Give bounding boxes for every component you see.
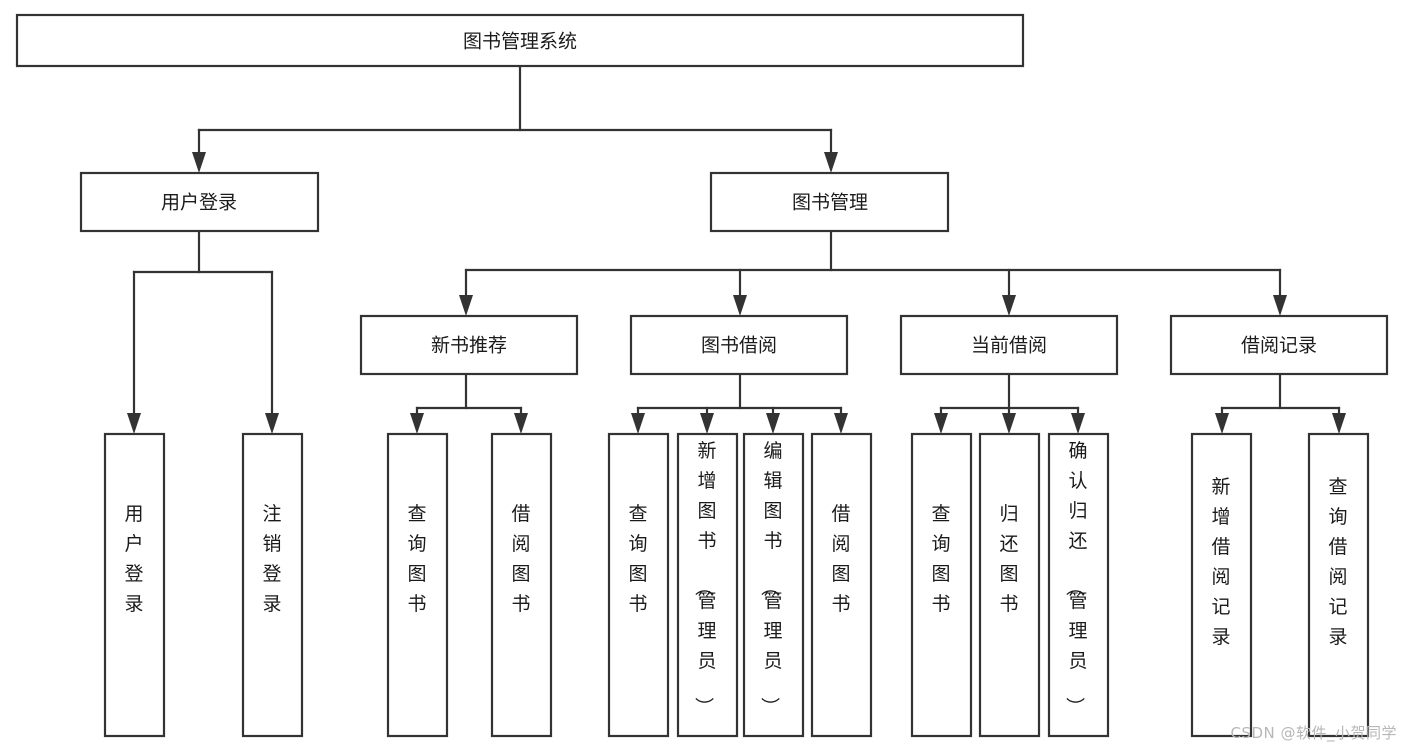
node-leaf-add-book-admin[interactable]: 新增图书（管理员） <box>676 432 739 738</box>
node-root-book-management-system[interactable]: 图书管理系统 <box>15 13 1025 68</box>
node-leaf-return-book[interactable]: 归还图书 <box>978 432 1041 738</box>
leaf-return-book-box[interactable] <box>978 432 1041 738</box>
node-borrow-record[interactable]: 借阅记录 <box>1169 314 1389 376</box>
node-leaf-query-book-1[interactable]: 查询图书 <box>386 432 449 738</box>
leaf-borrow-book-2-box[interactable] <box>810 432 873 738</box>
arrow-leaf-confirm-return-admin <box>1071 413 1085 434</box>
leaf-borrow-book-2-label: 借阅图书 <box>831 503 850 615</box>
arrow-to-book-borrow <box>733 295 747 316</box>
leaf-add-borrow-record-label: 新增借阅记录 <box>1211 476 1230 648</box>
current-borrow-box[interactable] <box>899 314 1119 376</box>
new-book-recommend-label: 新书推荐 <box>431 335 507 357</box>
leaf-return-book-label: 归还图书 <box>999 503 1018 615</box>
node-leaf-confirm-return-admin[interactable]: 确认归还（管理员） <box>1047 432 1110 738</box>
leaf-query-borrow-record-box[interactable] <box>1307 432 1370 738</box>
node-leaf-query-book-3[interactable]: 查询图书 <box>910 432 973 738</box>
book-management-label: 图书管理 <box>792 192 868 214</box>
new-book-recommend-box[interactable] <box>359 314 579 376</box>
node-leaf-add-borrow-record[interactable]: 新增借阅记录 <box>1190 432 1253 738</box>
connector-layer <box>127 64 1346 434</box>
leaf-user-login-label: 用户登录 <box>124 503 143 615</box>
leaf-confirm-return-admin-label: 确认归还（管理员） <box>1063 440 1087 716</box>
arrow-leaf-edit-book-admin <box>766 413 780 434</box>
leaf-query-book-3-box[interactable] <box>910 432 973 738</box>
leaf-query-book-1-label: 查询图书 <box>407 503 426 615</box>
leaf-edit-book-admin-box[interactable] <box>742 432 805 738</box>
leaf-borrow-book-1-box[interactable] <box>490 432 553 738</box>
book-borrow-label: 图书借阅 <box>701 335 777 357</box>
user-login-label: 用户登录 <box>161 192 237 214</box>
arrow-to-new-book-recommend <box>459 295 473 316</box>
book-management-box[interactable] <box>709 171 950 233</box>
leaf-query-book-1-box[interactable] <box>386 432 449 738</box>
arrow-to-current-borrow <box>1002 295 1016 316</box>
arrow-leaf-query-book-1 <box>410 413 424 434</box>
node-leaf-query-book-2[interactable]: 查询图书 <box>607 432 670 738</box>
user-login-box[interactable] <box>79 171 320 233</box>
arrow-leaf-query-book-2 <box>631 413 645 434</box>
arrow-leaf-query-book-3 <box>934 413 948 434</box>
leaf-add-book-admin-label: 新增图书（管理员） <box>692 440 716 716</box>
root-node-label: 图书管理系统 <box>463 31 577 53</box>
leaf-query-book-2-box[interactable] <box>607 432 670 738</box>
csdn-watermark: CSDN @软件_小贺同学 <box>1230 724 1397 742</box>
node-current-borrow[interactable]: 当前借阅 <box>899 314 1119 376</box>
book-borrow-box[interactable] <box>629 314 849 376</box>
leaf-confirm-return-admin-box[interactable] <box>1047 432 1110 738</box>
node-leaf-query-borrow-record[interactable]: 查询借阅记录 <box>1307 432 1370 738</box>
arrow-leaf-user-login <box>127 413 141 434</box>
node-book-management[interactable]: 图书管理 <box>709 171 950 233</box>
current-borrow-label: 当前借阅 <box>971 335 1047 357</box>
leaf-query-book-2-label: 查询图书 <box>628 503 647 615</box>
leaf-add-book-admin-box[interactable] <box>676 432 739 738</box>
arrow-leaf-return-book <box>1002 413 1016 434</box>
arrow-leaf-borrow-book-2 <box>834 413 848 434</box>
borrow-record-label: 借阅记录 <box>1241 335 1317 357</box>
arrow-leaf-logout-login <box>265 413 279 434</box>
node-leaf-borrow-book-1[interactable]: 借阅图书 <box>490 432 553 738</box>
node-leaf-logout-login[interactable]: 注销登录 <box>241 432 304 738</box>
arrow-leaf-query-borrow-record <box>1332 413 1346 434</box>
leaf-query-book-3-label: 查询图书 <box>931 503 950 615</box>
node-user-login[interactable]: 用户登录 <box>79 171 320 233</box>
arrow-leaf-add-borrow-record <box>1215 413 1229 434</box>
arrow-leaf-add-book-admin <box>700 413 714 434</box>
leaf-query-borrow-record-label: 查询借阅记录 <box>1328 476 1347 648</box>
borrow-record-box[interactable] <box>1169 314 1389 376</box>
leaf-add-borrow-record-box[interactable] <box>1190 432 1253 738</box>
arrow-to-book-management <box>824 152 838 173</box>
arrow-leaf-borrow-book-1 <box>514 413 528 434</box>
leaf-logout-login-label: 注销登录 <box>262 503 281 615</box>
leaf-edit-book-admin-label: 编辑图书（管理员） <box>758 440 782 716</box>
node-leaf-edit-book-admin[interactable]: 编辑图书（管理员） <box>742 432 805 738</box>
node-leaf-borrow-book-2[interactable]: 借阅图书 <box>810 432 873 738</box>
arrow-to-borrow-record <box>1273 295 1287 316</box>
node-new-book-recommend[interactable]: 新书推荐 <box>359 314 579 376</box>
leaf-logout-login-box[interactable] <box>241 432 304 738</box>
arrow-to-user-login <box>192 152 206 173</box>
root-node-box[interactable] <box>15 13 1025 68</box>
node-book-borrow[interactable]: 图书借阅 <box>629 314 849 376</box>
leaf-borrow-book-1-label: 借阅图书 <box>511 503 530 615</box>
leaf-user-login-box[interactable] <box>103 432 166 738</box>
node-leaf-user-login[interactable]: 用户登录 <box>103 432 166 738</box>
